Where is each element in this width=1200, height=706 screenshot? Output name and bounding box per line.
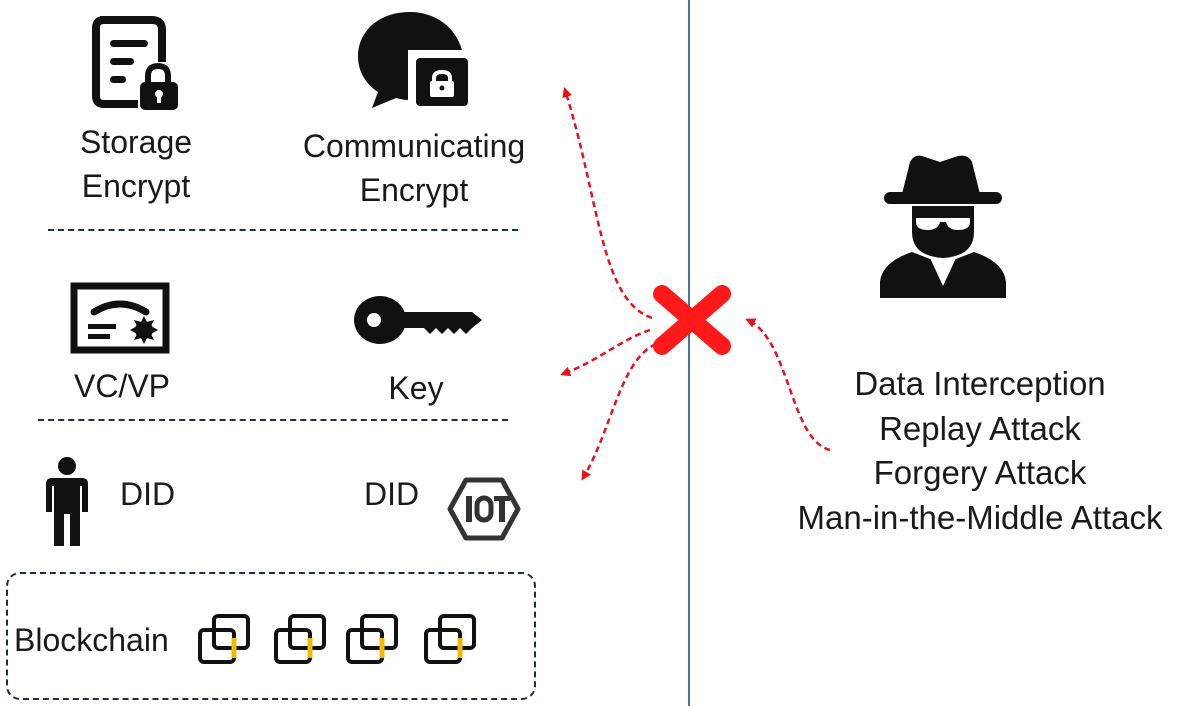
vc-vp-label: VC/VP <box>73 368 171 404</box>
communicating-label-line2: Encrypt <box>359 172 469 208</box>
storage-label-line1: Storage <box>79 124 193 160</box>
blockchain-box <box>6 572 536 700</box>
chain-block-icon <box>198 614 250 664</box>
chat-lock-icon <box>358 12 468 108</box>
attack-item: Man-in-the-Middle Attack <box>797 498 1163 536</box>
did-iot-label: DID <box>364 476 420 512</box>
attack-item: Replay Attack <box>879 409 1081 447</box>
section-divider-bottom <box>38 419 508 421</box>
key-label: Key <box>388 370 444 406</box>
arrow-to-encrypt <box>562 87 653 320</box>
chain-block-icon <box>346 614 398 664</box>
certificate-icon <box>70 282 170 354</box>
arrow-to-credentials <box>560 328 651 377</box>
attack-item: Forgery Attack <box>873 454 1087 491</box>
communicating-label-line1: Communicating <box>302 128 526 164</box>
vertical-divider <box>688 0 690 706</box>
arrow-from-attacker <box>745 318 831 452</box>
person-icon <box>46 457 88 546</box>
arrow-to-did <box>581 342 657 481</box>
attack-item: Data Interception <box>854 365 1106 402</box>
did-person-label: DID <box>120 476 176 512</box>
blockchain-label: Blockchain <box>14 622 169 658</box>
attack-list: Data Interception Replay Attack Forgery … <box>798 362 1163 540</box>
section-divider-top <box>48 229 518 231</box>
iot-icon <box>447 477 521 541</box>
hacker-icon <box>880 155 1006 298</box>
document-lock-icon <box>92 16 178 110</box>
storage-label-line2: Encrypt <box>81 168 191 204</box>
chain-block-icon <box>274 614 326 664</box>
chain-block-icon <box>424 614 476 664</box>
key-icon <box>354 296 482 344</box>
blocked-cross-icon <box>653 285 731 355</box>
